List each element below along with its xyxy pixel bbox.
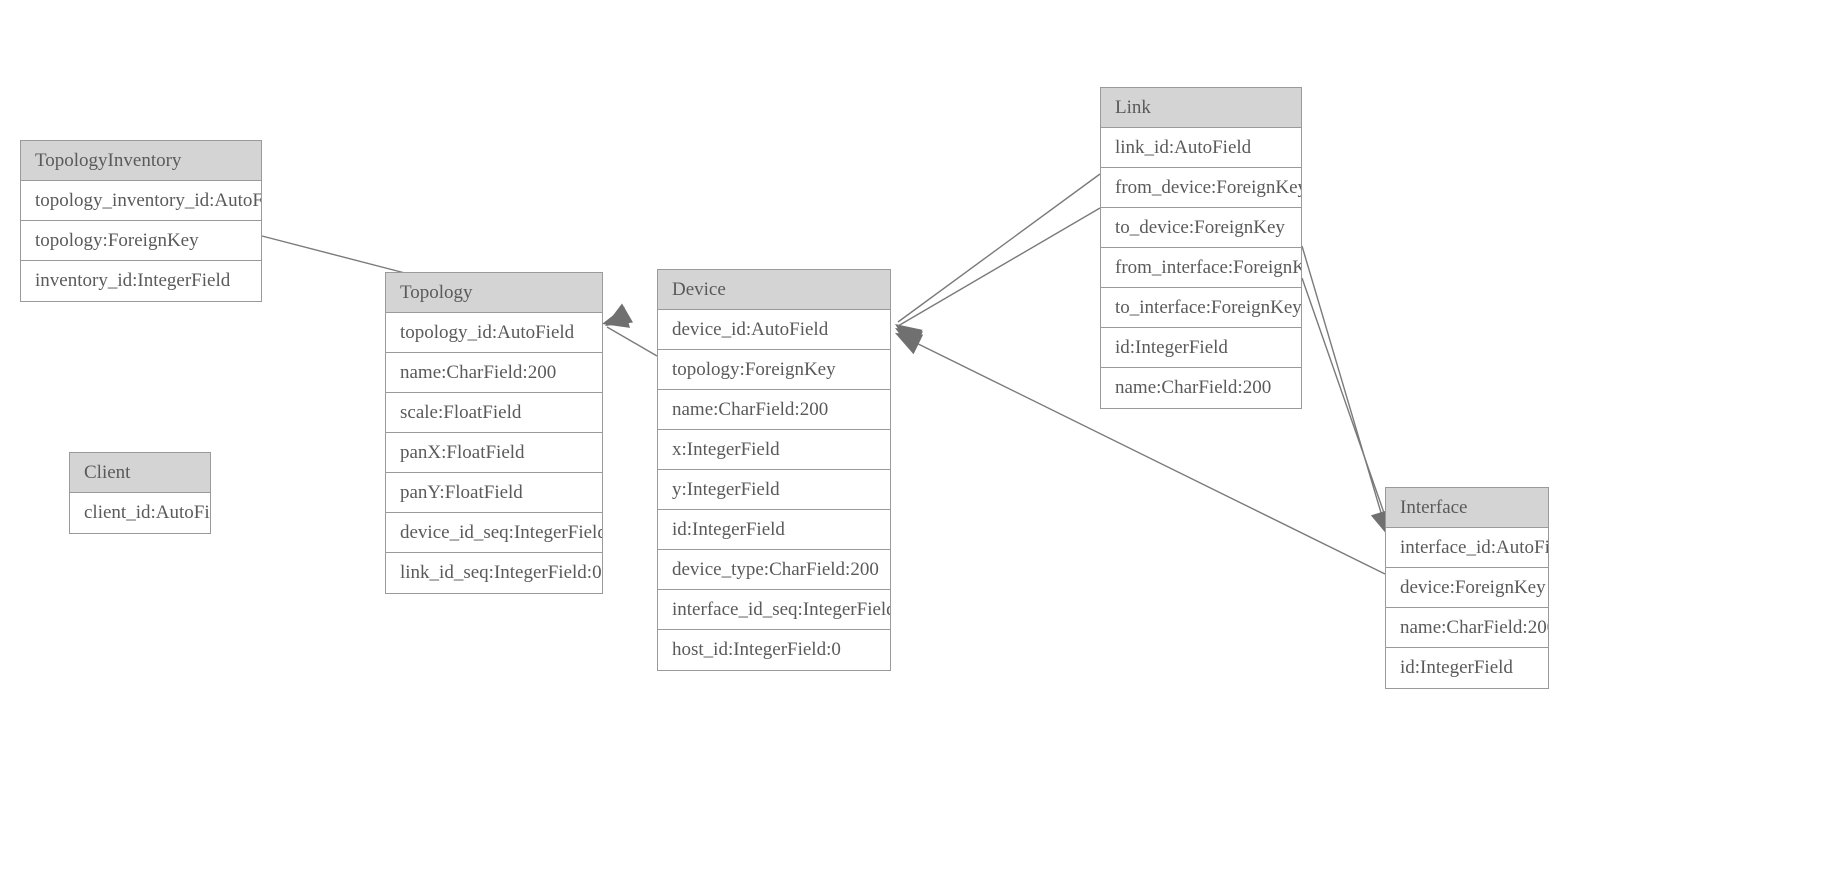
entity-field[interactable]: x:IntegerField	[658, 430, 890, 470]
arrowhead-icon	[895, 328, 924, 351]
entity-interface[interactable]: Interfaceinterface_id:AutoFielddevice:Fo…	[1385, 487, 1549, 689]
edge-line	[1301, 245, 1388, 534]
entity-title: Interface	[1386, 488, 1548, 528]
entity-field[interactable]: name:CharField:200	[658, 390, 890, 430]
entity-field[interactable]: panY:FloatField	[386, 473, 602, 513]
entity-field[interactable]: y:IntegerField	[658, 470, 890, 510]
entity-field[interactable]: id:IntegerField	[658, 510, 890, 550]
entity-title: Device	[658, 270, 890, 310]
arrowhead-icon	[895, 333, 924, 355]
arrowhead-icon	[602, 306, 630, 328]
relationship-edge	[605, 303, 658, 357]
entity-title: Link	[1101, 88, 1301, 128]
entity-field[interactable]: device_id_seq:IntegerField:0	[386, 513, 602, 553]
entity-field[interactable]: link_id:AutoField	[1101, 128, 1301, 168]
entity-field[interactable]: name:CharField:200	[1386, 608, 1548, 648]
entity-title: TopologyInventory	[21, 141, 261, 181]
entity-field[interactable]: interface_id:AutoField	[1386, 528, 1548, 568]
entity-field[interactable]: id:IntegerField	[1101, 328, 1301, 368]
entity-field[interactable]: name:CharField:200	[386, 353, 602, 393]
entity-field[interactable]: name:CharField:200	[1101, 368, 1301, 408]
edge-line	[897, 173, 1101, 323]
entity-field[interactable]: device:ForeignKey	[1386, 568, 1548, 608]
entity-title: Topology	[386, 273, 602, 313]
entity-field[interactable]: topology_id:AutoField	[386, 313, 602, 353]
entity-field[interactable]: device_id:AutoField	[658, 310, 890, 350]
entity-field[interactable]: panX:FloatField	[386, 433, 602, 473]
entity-field[interactable]: link_id_seq:IntegerField:0	[386, 553, 602, 593]
entity-field[interactable]: id:IntegerField	[1386, 648, 1548, 688]
entity-field[interactable]: from_interface:ForeignKey	[1101, 248, 1301, 288]
entity-field[interactable]: topology_inventory_id:AutoField	[21, 181, 261, 221]
entity-field[interactable]: topology:ForeignKey	[658, 350, 890, 390]
entity-field[interactable]: client_id:AutoField	[70, 493, 210, 533]
relationship-edge	[895, 207, 1101, 351]
entity-field[interactable]: from_device:ForeignKey	[1101, 168, 1301, 208]
entity-field[interactable]: device_type:CharField:200	[658, 550, 890, 590]
edge-line	[1301, 277, 1392, 534]
entity-field[interactable]: host_id:IntegerField:0	[658, 630, 890, 670]
relationship-edge	[895, 173, 1101, 348]
entity-title: Client	[70, 453, 210, 493]
entity-field[interactable]: topology:ForeignKey	[21, 221, 261, 261]
entity-field[interactable]: to_device:ForeignKey	[1101, 208, 1301, 248]
entity-field[interactable]: to_interface:ForeignKey	[1101, 288, 1301, 328]
edge-line	[897, 207, 1101, 327]
arrowhead-icon	[895, 324, 923, 348]
edge-line	[606, 326, 658, 357]
arrowhead-icon	[605, 303, 634, 326]
entity-field[interactable]: interface_id_seq:IntegerField:0	[658, 590, 890, 630]
entity-field[interactable]: scale:FloatField	[386, 393, 602, 433]
entity-field[interactable]: inventory_id:IntegerField	[21, 261, 261, 301]
